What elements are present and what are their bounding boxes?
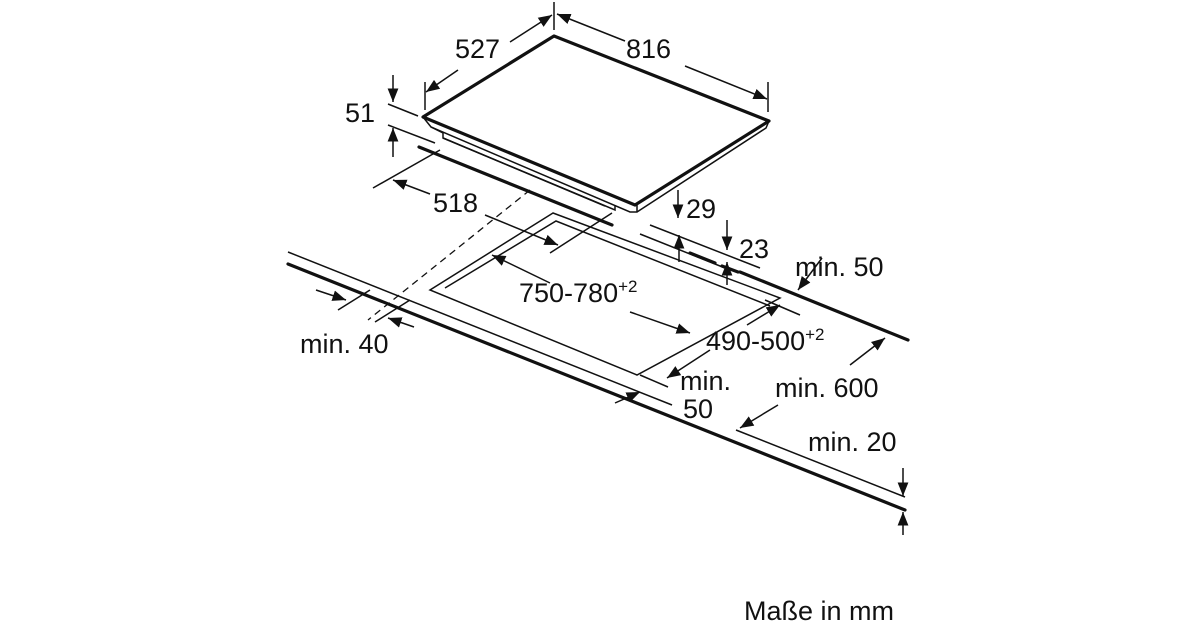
- label-min-front: min.: [680, 366, 731, 396]
- label-hob-depth: 527: [455, 34, 500, 64]
- cutout: [428, 212, 782, 376]
- label-min-back: min. 50: [795, 252, 884, 282]
- label-hob-height: 51: [345, 98, 375, 128]
- units-note: Maße in mm: [744, 596, 895, 626]
- label-clearance: 23: [739, 234, 769, 264]
- label-min-worktop: min. 20: [808, 427, 897, 457]
- dimension-lines: [315, 2, 909, 535]
- label-inner-depth: 518: [433, 188, 478, 218]
- label-min-side: min. 40: [300, 329, 389, 359]
- label-hob-width: 816: [626, 34, 671, 64]
- label-cutout-width: 750-780+2: [519, 277, 637, 308]
- label-under-depth: 29: [686, 194, 716, 224]
- label-min-front-value: 50: [683, 394, 713, 424]
- hob: [421, 34, 771, 213]
- label-cutout-depth: 490-500+2: [706, 325, 824, 356]
- label-min-cabinet: min. 600: [775, 373, 879, 403]
